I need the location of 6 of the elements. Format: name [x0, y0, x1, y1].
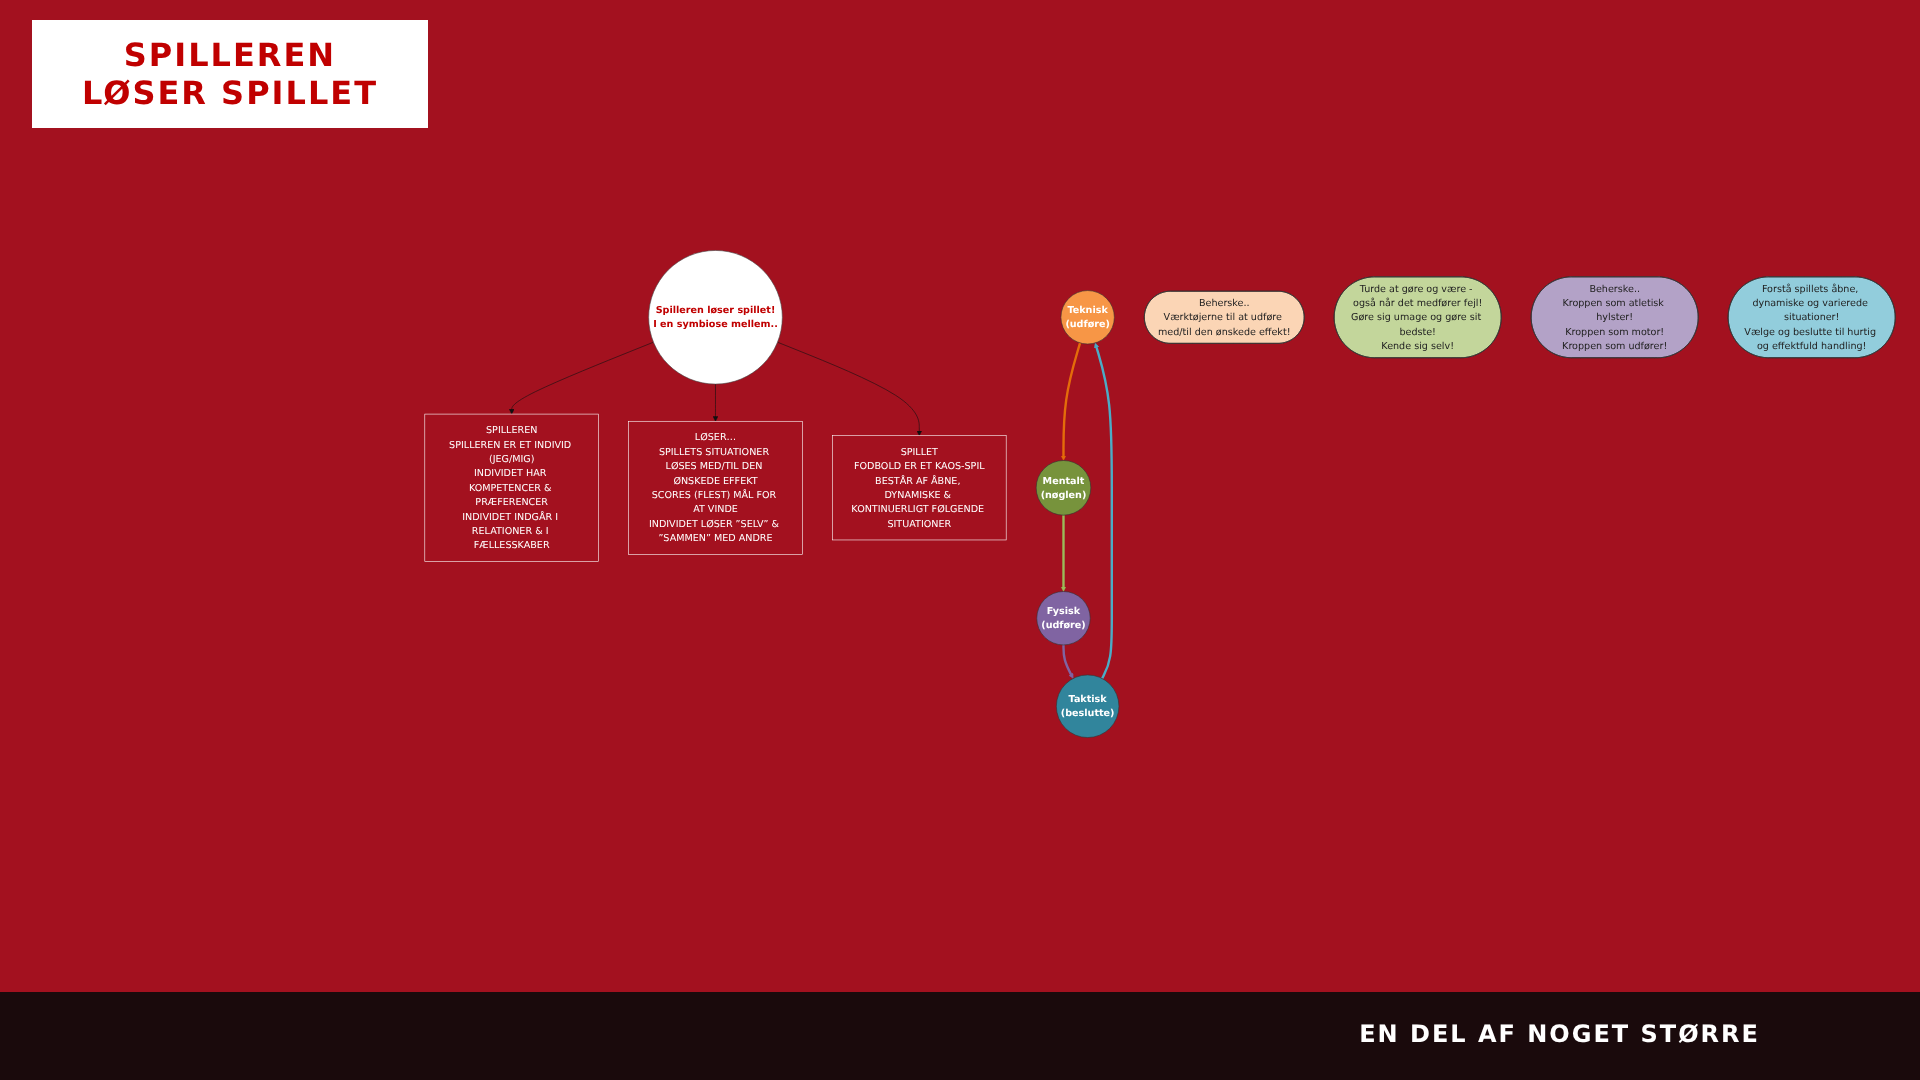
- arrow: [1062, 644, 1074, 679]
- slogan-text: EN DEL AF NOGET STØRRE: [1359, 1020, 1760, 1048]
- arrow: [1060, 342, 1082, 461]
- arrow: [1094, 342, 1113, 680]
- arrow: [1060, 515, 1067, 592]
- title: SPILLEREN LØSER SPILLET: [32, 20, 428, 128]
